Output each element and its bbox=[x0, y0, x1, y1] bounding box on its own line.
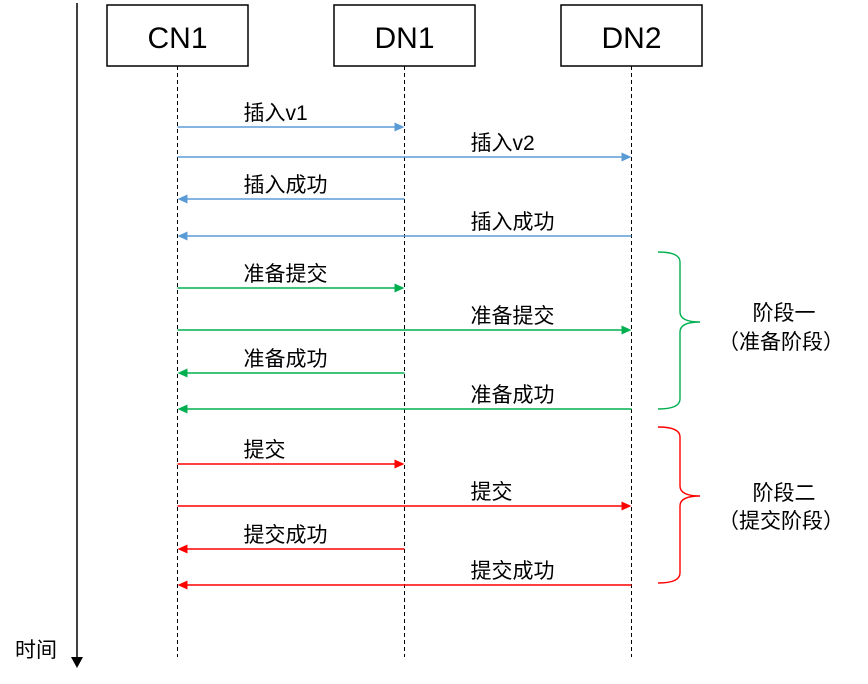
phase-prepare: 阶段一 （准备阶段） bbox=[657, 251, 844, 410]
participant-dn2: DN2 bbox=[560, 4, 703, 657]
time-axis-label: 时间 bbox=[15, 639, 57, 662]
message-commit-dn1: 提交 bbox=[177, 439, 405, 469]
participant-box bbox=[560, 4, 703, 67]
phase-subtitle: （准备阶段） bbox=[718, 331, 844, 354]
phase-commit: 阶段二 （提交阶段） bbox=[657, 426, 844, 584]
arrowhead bbox=[177, 580, 188, 590]
arrowhead bbox=[394, 459, 405, 469]
arrowhead bbox=[621, 152, 632, 162]
participant-name: DN1 bbox=[374, 22, 434, 55]
time-axis-arrowhead bbox=[71, 657, 83, 668]
message-insert-success-dn2: 插入成功 bbox=[177, 211, 632, 241]
phase-brace bbox=[657, 251, 701, 410]
arrowhead bbox=[177, 231, 188, 241]
message-commit-dn2: 提交 bbox=[177, 481, 632, 511]
participant-name: CN1 bbox=[147, 22, 207, 55]
message-label: 提交 bbox=[471, 481, 513, 504]
message-label: 准备提交 bbox=[244, 263, 328, 286]
arrowhead bbox=[394, 283, 405, 293]
arrowhead bbox=[177, 544, 188, 554]
message-commit-success-dn2: 提交成功 bbox=[177, 560, 632, 590]
phase-subtitle: （提交阶段） bbox=[718, 510, 844, 533]
arrowhead bbox=[177, 368, 188, 378]
phase-title: 阶段一 bbox=[753, 302, 816, 325]
arrowhead bbox=[177, 194, 188, 204]
participant-name: DN2 bbox=[601, 22, 661, 55]
message-insert-success-dn1: 插入成功 bbox=[177, 174, 405, 204]
participant-box bbox=[333, 4, 476, 67]
message-commit-success-dn1: 提交成功 bbox=[177, 524, 405, 554]
message-label: 插入成功 bbox=[244, 174, 328, 197]
message-prepare-commit-dn2: 准备提交 bbox=[177, 305, 632, 335]
message-label: 提交成功 bbox=[244, 524, 328, 547]
arrowhead bbox=[177, 404, 188, 414]
arrowhead bbox=[621, 325, 632, 335]
message-insert-v2: 插入v2 bbox=[177, 132, 632, 162]
message-label: 准备成功 bbox=[471, 384, 555, 407]
participant-box bbox=[106, 4, 249, 67]
message-label: 插入成功 bbox=[471, 211, 555, 234]
message-label: 插入v1 bbox=[244, 102, 308, 125]
message-label: 插入v2 bbox=[471, 132, 535, 155]
message-insert-v1: 插入v1 bbox=[177, 102, 405, 132]
message-prepare-success-dn2: 准备成功 bbox=[177, 384, 632, 414]
phase-brace bbox=[657, 426, 701, 584]
message-prepare-success-dn1: 准备成功 bbox=[177, 348, 405, 378]
message-prepare-commit-dn1: 准备提交 bbox=[177, 263, 405, 293]
time-axis: 时间 bbox=[15, 3, 83, 668]
phase-title: 阶段二 bbox=[753, 482, 816, 505]
message-label: 提交 bbox=[244, 439, 286, 462]
arrowhead bbox=[621, 501, 632, 511]
participant-cn1: CN1 bbox=[106, 4, 249, 657]
message-label: 准备提交 bbox=[471, 305, 555, 328]
participant-dn1: DN1 bbox=[333, 4, 476, 657]
message-label: 准备成功 bbox=[244, 348, 328, 371]
arrowhead bbox=[394, 122, 405, 132]
message-label: 提交成功 bbox=[471, 560, 555, 583]
